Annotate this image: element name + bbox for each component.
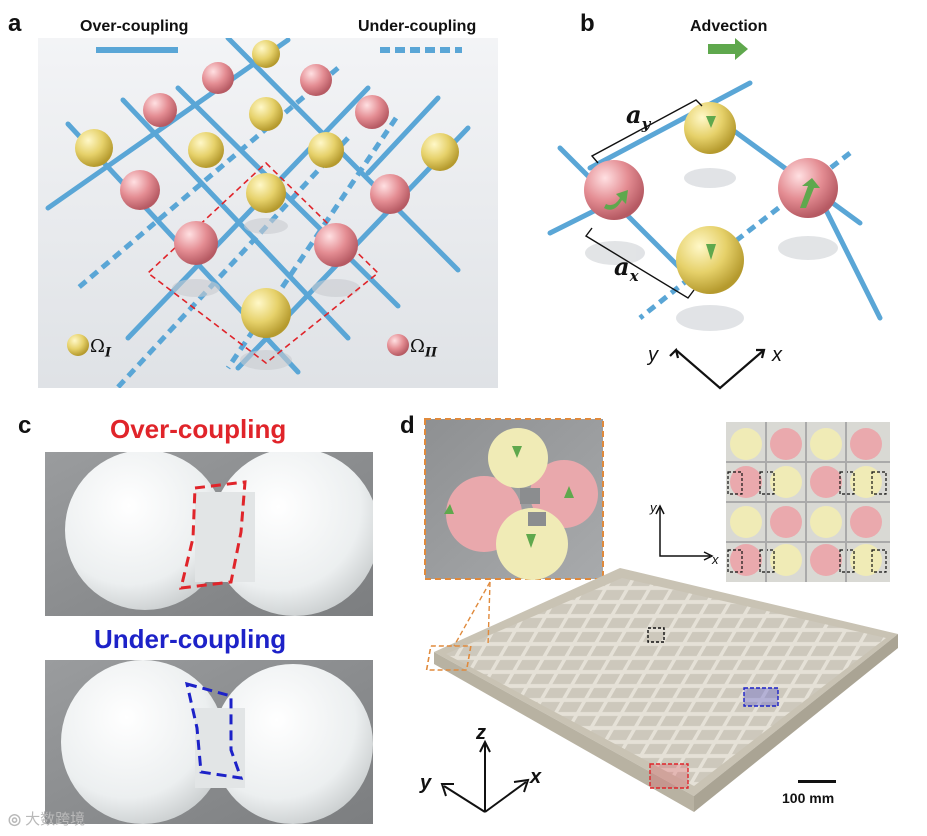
legend-omega-II-sphere (387, 334, 409, 356)
top-view-cells (730, 428, 882, 576)
yellow-sphere-bottom (676, 226, 744, 294)
axis-z-label-d: z (476, 722, 486, 744)
inset-rotation-arrow-icons (444, 446, 574, 548)
watermark: ◎大数跨境 (8, 811, 86, 828)
metamaterial-tray-photo (425, 568, 898, 812)
axis-y-label-d: y (420, 772, 432, 794)
over-coupling-photo (45, 452, 373, 616)
panel-letter-a: a (8, 10, 22, 37)
legend-omega-II-label: ΩII (410, 336, 438, 361)
panel-b-unit-cell-illustration (547, 38, 883, 390)
tray-red-highlight (649, 763, 689, 789)
legend-omega-I-label: ΩI (90, 336, 112, 361)
tray-orange-highlight (425, 645, 472, 671)
panel-letter-c: c (18, 412, 32, 439)
under-coupling-neck-outline (184, 681, 244, 780)
watermark-logo-icon: ◎ (8, 811, 22, 828)
under-coupling-photo (45, 660, 373, 824)
yellow-spheres (75, 40, 459, 338)
panel-letter-b: b (580, 10, 595, 37)
pink-sphere-left (584, 160, 644, 220)
under-coupling-lines (76, 66, 399, 388)
sample-top-view-photo (726, 422, 890, 582)
axis-x-label-d: x (530, 766, 542, 788)
small-axis-y-label: y (650, 500, 657, 515)
yellow-sphere-top (684, 102, 736, 154)
advection-label: Advection (690, 18, 768, 35)
scale-bar-label: 100 mm (782, 790, 835, 806)
legend-omega-I-sphere (67, 334, 89, 356)
unit-cell-zoom-inset (424, 418, 604, 580)
small-axis-x-label: x (712, 552, 719, 567)
lattice-constant-brackets (584, 99, 703, 299)
lattice-constant-ay-label: ay (626, 100, 651, 133)
over-coupling-legend-label: Over-coupling (80, 18, 189, 35)
panel-letter-d: d (400, 412, 415, 439)
tray-blue-highlight (743, 687, 779, 707)
sphere-shadows (172, 218, 360, 370)
over-coupling-photo-title: Over-coupling (110, 414, 287, 444)
over-coupling-neck-outline (179, 480, 247, 590)
under-coupling-legend-label: Under-coupling (358, 18, 477, 35)
rotation-arrow-icons (604, 116, 820, 260)
axis-y-label-b: y (648, 344, 658, 366)
axis-x-label-b: x (772, 344, 782, 366)
panel-a-lattice-illustration (38, 38, 498, 388)
under-coupling-photo-title: Under-coupling (94, 624, 287, 654)
tray-black-highlight (647, 627, 665, 643)
scale-bar (798, 780, 836, 783)
advection-arrow-icon (708, 38, 748, 60)
xyz-axes-d (440, 739, 530, 813)
top-view-grid-walls (726, 422, 890, 582)
lattice-constant-ax-label: ax (614, 252, 639, 285)
xy-axes-b (669, 347, 766, 390)
small-xy-axes (655, 504, 714, 561)
pink-spheres (120, 62, 410, 267)
